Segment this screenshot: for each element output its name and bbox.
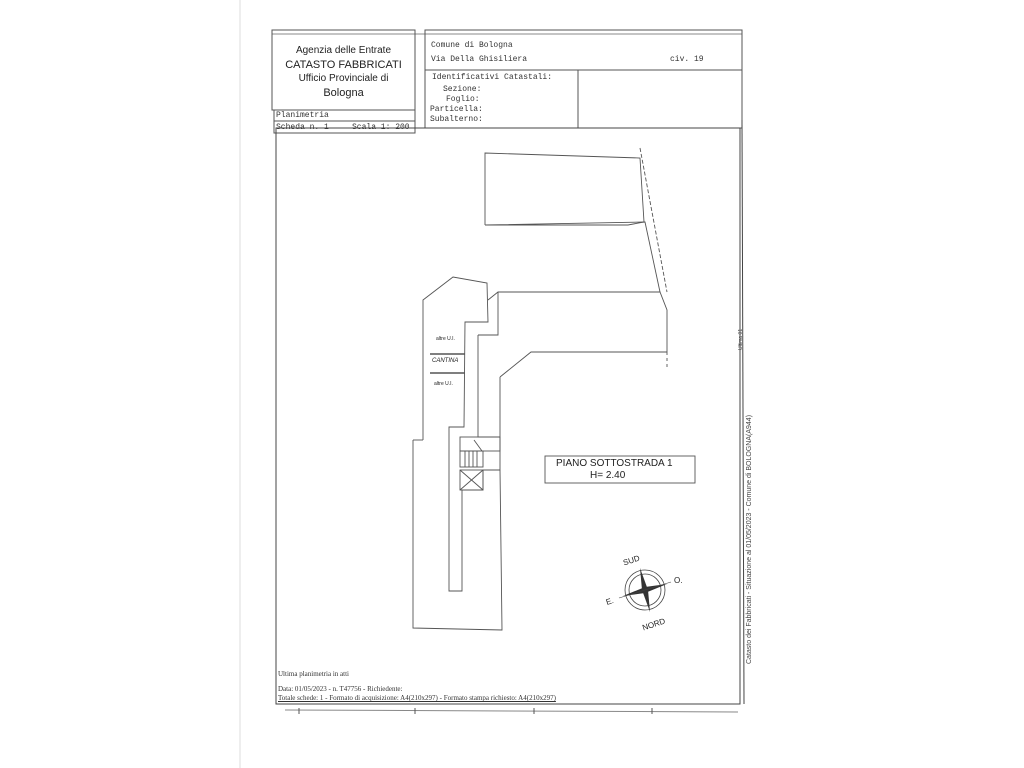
- compass-rose-icon: [618, 568, 672, 612]
- scheda-number: Scheda n. 1: [276, 123, 329, 132]
- main-frame: [275, 127, 741, 705]
- subalterno-label: Subalterno:: [430, 115, 483, 124]
- compass-west: O.: [674, 576, 683, 585]
- footer-last-plan: Ultima planimetria in atti: [278, 670, 349, 678]
- scale: Scala 1: 200: [352, 123, 410, 132]
- floor-title: PIANO SOTTOSTRADA 1: [556, 458, 673, 469]
- office-city: Bologna: [323, 87, 364, 99]
- footer-date: Data: 01/05/2023 - n. T47756 - Richieden…: [278, 685, 403, 693]
- floor-plan: [412, 147, 668, 631]
- plan-type: Planimetria: [276, 111, 329, 120]
- altre-ui-top: altre U.I.: [436, 336, 455, 342]
- side-small-text: Ultima 01: [738, 328, 744, 350]
- floor-height: H= 2.40: [590, 470, 626, 481]
- particella-label: Particella:: [430, 105, 483, 114]
- side-situation-text: Catasto dei Fabbricati - Situazione al 0…: [746, 414, 753, 664]
- office-name: Ufficio Provinciale di: [298, 73, 389, 84]
- agency-block: Agenzia delle Entrate CATASTO FABBRICATI…: [272, 44, 415, 100]
- identifiers-title: Identificativi Catastali:: [432, 73, 553, 82]
- cantina-label: CANTINA: [432, 358, 459, 364]
- sezione-label: Sezione:: [443, 85, 482, 94]
- altre-ui-bottom: altre U.I.: [434, 381, 453, 387]
- department-name: CATASTO FABBRICATI: [285, 59, 402, 71]
- address: Via Della Ghisiliera: [431, 55, 528, 64]
- comune: Comune di Bologna: [431, 41, 513, 50]
- agency-name: Agenzia delle Entrate: [295, 45, 392, 56]
- civic-number: civ. 19: [670, 55, 704, 64]
- foglio-label: Foglio:: [446, 95, 480, 104]
- footer-totals: Totale schede: 1 - Formato di acquisizio…: [278, 694, 556, 702]
